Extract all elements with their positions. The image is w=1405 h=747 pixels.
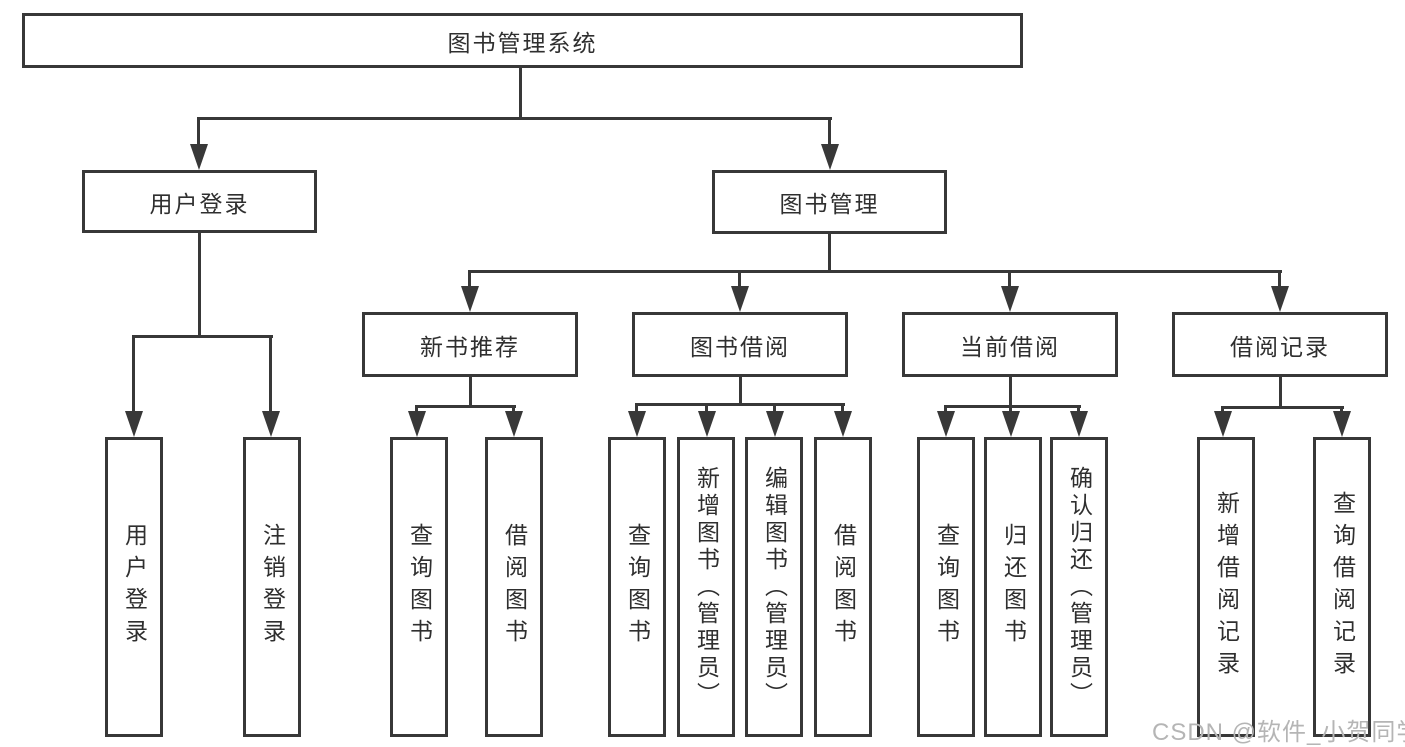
- arrow-shaft: [773, 403, 776, 417]
- arrow-shaft: [468, 270, 471, 292]
- arrowhead-down-icon: [1333, 411, 1351, 437]
- connector-line: [945, 405, 1081, 408]
- node-library-system: 图书管理系统: [22, 13, 1023, 68]
- arrow-shaft: [635, 403, 638, 417]
- leaf-query-books-current: 查询图书: [917, 437, 975, 737]
- leaf-return-books-label: 归还图书: [1000, 523, 1027, 651]
- arrow-shaft: [197, 117, 200, 150]
- arrowhead-down-icon: [461, 286, 479, 312]
- leaf-query-books-current-label: 查询图书: [933, 523, 960, 651]
- leaf-user-login: 用户登录: [105, 437, 163, 737]
- arrow-shaft: [269, 335, 272, 417]
- arrowhead-down-icon: [505, 411, 523, 437]
- arrowhead-down-icon: [766, 411, 784, 437]
- connector-line: [469, 377, 472, 407]
- arrowhead-down-icon: [262, 411, 280, 437]
- connector-line: [469, 270, 1282, 273]
- arrowhead-down-icon: [1070, 411, 1088, 437]
- leaf-query-borrow-record-label: 查询借阅记录: [1329, 491, 1356, 683]
- arrowhead-down-icon: [408, 411, 426, 437]
- leaf-query-books-recommend: 查询图书: [390, 437, 448, 737]
- leaf-return-books: 归还图书: [984, 437, 1042, 737]
- arrow-shaft: [738, 270, 741, 292]
- arrowhead-down-icon: [1214, 411, 1232, 437]
- connector-line: [198, 117, 832, 120]
- arrowhead-down-icon: [125, 411, 143, 437]
- connector-line: [133, 335, 273, 338]
- connector-line: [198, 233, 201, 337]
- leaf-borrow-books-recommend-label: 借阅图书: [501, 523, 528, 651]
- arrow-shaft: [1278, 270, 1281, 292]
- leaf-add-books-admin-label: 新增图书（管理员）: [693, 465, 720, 709]
- leaf-query-borrow-record: 查询借阅记录: [1313, 437, 1371, 737]
- connector-line: [636, 403, 845, 406]
- leaf-borrow-books-recommend: 借阅图书: [485, 437, 543, 737]
- arrowhead-down-icon: [731, 286, 749, 312]
- arrow-shaft: [841, 403, 844, 417]
- arrowhead-down-icon: [1002, 411, 1020, 437]
- leaf-logout-login-label: 注销登录: [259, 523, 286, 651]
- node-new-book-recommendation: 新书推荐: [362, 312, 578, 377]
- arrowhead-down-icon: [698, 411, 716, 437]
- leaf-add-books-admin: 新增图书（管理员）: [677, 437, 735, 737]
- leaf-query-books-recommend-label: 查询图书: [406, 523, 433, 651]
- arrow-shaft: [132, 335, 135, 417]
- leaf-logout-login: 注销登录: [243, 437, 301, 737]
- connector-line: [1222, 406, 1344, 409]
- leaf-query-books-borrowing-label: 查询图书: [624, 523, 651, 651]
- node-user-login: 用户登录: [82, 170, 317, 233]
- arrowhead-down-icon: [1001, 286, 1019, 312]
- leaf-edit-books-admin-label: 编辑图书（管理员）: [761, 465, 788, 709]
- arrow-shaft: [705, 403, 708, 417]
- leaf-confirm-return-admin-label: 确认归还（管理员）: [1066, 465, 1093, 709]
- connector-line: [828, 234, 831, 272]
- leaf-user-login-label: 用户登录: [121, 523, 148, 651]
- leaf-query-books-borrowing: 查询图书: [608, 437, 666, 737]
- arrowhead-down-icon: [190, 144, 208, 170]
- node-borrowing-records: 借阅记录: [1172, 312, 1388, 377]
- connector-line: [519, 68, 522, 120]
- arrowhead-down-icon: [1271, 286, 1289, 312]
- arrow-shaft: [828, 117, 831, 150]
- leaf-add-borrow-record: 新增借阅记录: [1197, 437, 1255, 737]
- leaf-add-borrow-record-label: 新增借阅记录: [1213, 491, 1240, 683]
- leaf-borrow-books-borrowing-label: 借阅图书: [830, 523, 857, 651]
- node-book-management: 图书管理: [712, 170, 947, 234]
- node-current-borrowing: 当前借阅: [902, 312, 1118, 377]
- arrowhead-down-icon: [628, 411, 646, 437]
- leaf-edit-books-admin: 编辑图书（管理员）: [745, 437, 803, 737]
- arrowhead-down-icon: [821, 144, 839, 170]
- arrow-shaft: [1008, 270, 1011, 292]
- arrowhead-down-icon: [834, 411, 852, 437]
- arrowhead-down-icon: [937, 411, 955, 437]
- connector-line: [1009, 377, 1012, 407]
- connector-line: [416, 405, 516, 408]
- leaf-confirm-return-admin: 确认归还（管理员）: [1050, 437, 1108, 737]
- watermark: CSDN @软件_小贺同学: [1152, 719, 1405, 746]
- connector-line: [739, 377, 742, 405]
- connector-line: [1279, 377, 1282, 408]
- leaf-borrow-books-borrowing: 借阅图书: [814, 437, 872, 737]
- node-book-borrowing: 图书借阅: [632, 312, 848, 377]
